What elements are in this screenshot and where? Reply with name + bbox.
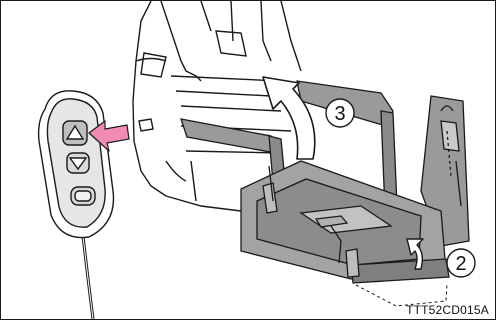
lift-platform	[181, 81, 469, 283]
step-callout-2: 2	[447, 249, 475, 277]
step-callout-3: 3	[326, 99, 354, 127]
up-button-icon	[63, 121, 87, 145]
down-button-icon	[67, 153, 89, 173]
figure-code: TTT52CD015A	[406, 303, 489, 317]
stop-button-icon	[71, 187, 95, 205]
svg-text:2: 2	[455, 253, 466, 275]
svg-text:3: 3	[334, 103, 345, 125]
